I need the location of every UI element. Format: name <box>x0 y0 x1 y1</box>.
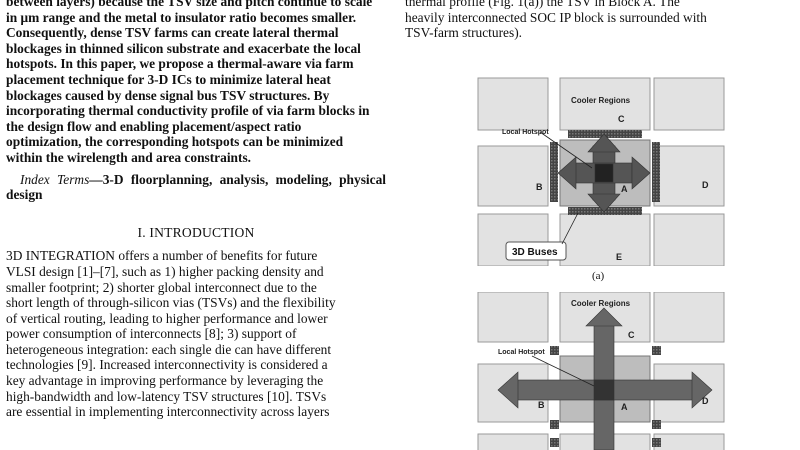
hotspot-pointer <box>539 131 593 169</box>
block-a-label: A <box>621 184 628 194</box>
intro-line: VLSI design [1]–[7], such as 1) higher p… <box>6 263 324 279</box>
block-b <box>477 145 549 207</box>
abstract-line: hotspots. In this paper, we propose a th… <box>6 56 354 72</box>
block-bottom-left <box>477 433 549 450</box>
intro-line: technologies [9]. Increased interconnect… <box>6 357 328 373</box>
right-line: thermal profile (Fig. 1(a)) the TSV in B… <box>405 0 680 9</box>
tsv-square <box>652 438 661 447</box>
abstract-line: blockages in thinned silicon substrate a… <box>6 40 361 56</box>
local-hotspot-label: Local Hotspot <box>502 129 549 136</box>
intro-line: smaller footprint; 2) shorter global int… <box>6 279 317 295</box>
block-e-label: E <box>616 252 622 262</box>
tsv-square <box>652 346 661 355</box>
abstract-line: in μm range and the metal to insulator r… <box>6 9 357 25</box>
buses-label-box <box>505 241 567 261</box>
cooler-regions-label: Cooler Regions <box>571 96 631 105</box>
abstract-line: blockages caused by dense signal bus TSV… <box>6 87 330 103</box>
block-top-left <box>477 292 549 343</box>
buses-label: 3D Buses <box>512 247 558 258</box>
abstract-line: placement technique for 3-D ICs to minim… <box>6 71 331 87</box>
heat-arrows <box>497 307 713 450</box>
intro-line: short length of through-silicon vias (TS… <box>6 295 336 311</box>
tsv-bar-top <box>568 130 642 138</box>
right-paragraph: thermal profile (Fig. 1(a)) the TSV in B… <box>405 0 800 41</box>
tsv-square <box>550 420 559 429</box>
index-terms: Index Terms—3-D floorplanning, analysis,… <box>6 172 386 203</box>
intro-line: key advantage in improving performance b… <box>6 373 324 389</box>
heat-arrows <box>557 133 651 213</box>
right-column: thermal profile (Fig. 1(a)) the TSV in B… <box>405 0 800 41</box>
block-b-label: B <box>536 182 543 192</box>
abstract: between layers) because the TSV size and… <box>6 0 386 166</box>
block-d <box>653 145 725 207</box>
tsv-bar-left <box>550 142 558 202</box>
right-line: TSV-farm structures). <box>405 25 523 41</box>
figure-a: Cooler Regions C Local Hotspot B A D E 3… <box>477 77 725 266</box>
figure-b: Cooler Regions C Local Hotspot B A D <box>477 292 725 450</box>
block-bottom-right <box>653 433 725 450</box>
abstract-line: incorporating thermal conductivity profi… <box>6 103 370 119</box>
intro-paragraph: 3D INTEGRATION offers a number of benefi… <box>6 248 386 420</box>
tsv-square <box>550 438 559 447</box>
local-hotspot-label: Local Hotspot <box>498 349 545 356</box>
intro-line: are essential in implementing interconne… <box>6 404 330 420</box>
block-a-label: A <box>621 402 628 412</box>
section-heading: I. INTRODUCTION <box>137 224 255 240</box>
intro-line: high-bandwidth and low-latency TSV struc… <box>6 388 327 404</box>
block-top-right <box>653 77 725 131</box>
index-terms-text: —3-D floorplanning, analysis, modeling, … <box>6 171 386 203</box>
abstract-line: Consequently, dense TSV farms can create… <box>6 25 339 41</box>
figure-a-caption: (a) <box>592 270 605 282</box>
block-c-label: C <box>618 114 625 124</box>
index-terms-label: Index Terms <box>20 171 90 187</box>
tsv-square <box>652 420 661 429</box>
intro-line: 3D INTEGRATION offers a number of benefi… <box>6 248 318 264</box>
abstract-line: the design flow and enabling placement/a… <box>6 118 302 134</box>
block-top-left <box>477 77 549 131</box>
block-b-label: B <box>538 400 545 410</box>
block-e <box>559 213 651 266</box>
block-bottom-right <box>653 213 725 266</box>
tsv-square <box>550 346 559 355</box>
abstract-line: optimization, the corresponding hotspots… <box>6 134 344 150</box>
buses-pointer <box>561 212 579 245</box>
block-c-label: C <box>628 330 635 340</box>
block-d-label: D <box>702 180 709 190</box>
block-c <box>559 77 651 131</box>
block-top-right <box>653 292 725 343</box>
block-d-label: D <box>702 396 709 406</box>
abstract-line: within the wirelength and area constrain… <box>6 149 252 165</box>
right-line: heavily interconnected SOC IP block is s… <box>405 9 707 25</box>
cooler-regions-label: Cooler Regions <box>571 299 631 308</box>
left-column: between layers) because the TSV size and… <box>6 0 386 420</box>
tsv-bar-right <box>652 142 660 202</box>
intro-line: heterogeneous integration: each single d… <box>6 341 332 357</box>
intro-line: of vertical routing, leading to higher p… <box>6 310 328 326</box>
intro-line: power consumption of interconnects [8]; … <box>6 326 297 342</box>
hotspot-pointer <box>531 355 595 387</box>
abstract-line: between layers) because the TSV size and… <box>6 0 373 9</box>
